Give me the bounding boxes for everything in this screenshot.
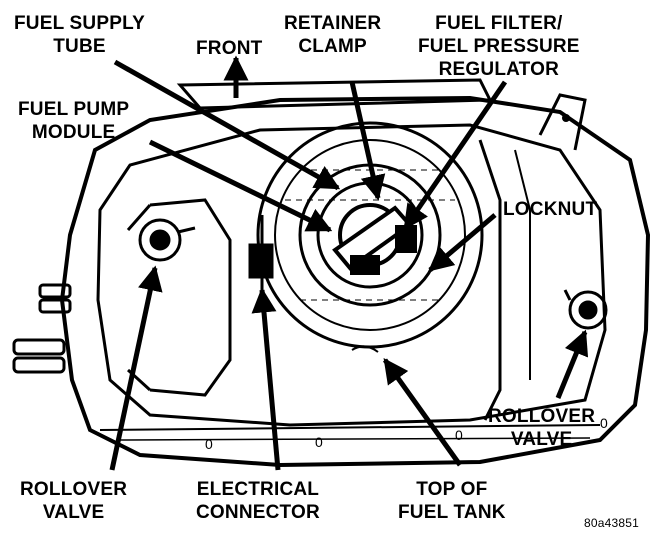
arrow-rollover-left [109,265,163,471]
arrow-electrical-connector [251,287,281,471]
rollover-valve-right [563,289,608,330]
arrow-locknut [428,213,497,272]
label-front: FRONT [196,38,263,59]
svg-text:0: 0 [205,436,213,452]
svg-text:0: 0 [455,427,463,443]
arrow-fuel-supply-tube [113,59,341,191]
svg-text:0: 0 [315,434,323,450]
arrow-fuel-pump-module [148,139,333,233]
arrow-retainer-clamp [349,81,386,201]
label-locknut: LOCKNUT [503,199,598,220]
svg-text:0: 0 [600,415,608,431]
tank-outline [59,95,651,468]
arrow-fuel-filter [402,80,508,231]
tank-top-plate [96,123,607,427]
rollover-valve-left [138,218,196,262]
figure-id: 80a43851 [584,516,639,530]
arrow-top-of-tank [382,357,463,467]
arrow-rollover-right [555,329,589,399]
vent-tube-fittings [12,283,72,374]
electrical-connector-plug [248,215,274,300]
